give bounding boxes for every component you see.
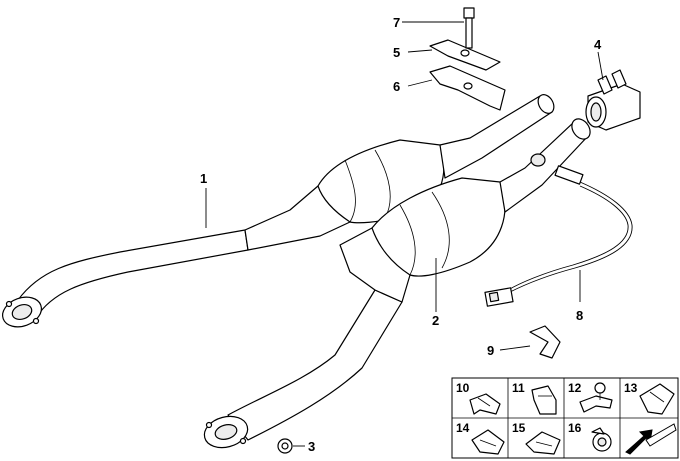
callout-2: 2	[432, 313, 439, 328]
callout-1: 1	[200, 171, 207, 186]
callout-4: 4	[594, 37, 602, 52]
callout-8: 8	[576, 308, 583, 323]
svg-text:13: 13	[624, 381, 638, 395]
part-3-nut	[277, 438, 293, 454]
part-8-oxygen-sensor	[484, 165, 633, 307]
part-7-bolt	[463, 7, 475, 49]
svg-text:12: 12	[568, 381, 582, 395]
svg-text:16: 16	[568, 421, 582, 435]
part-4-clamp	[585, 69, 641, 131]
svg-text:11: 11	[512, 381, 525, 395]
inset-cell-13: 13	[624, 381, 675, 415]
leader-lines	[205, 21, 604, 447]
inset-cell-10: 10	[456, 381, 501, 415]
arrow-icon	[625, 423, 677, 455]
callout-6: 6	[393, 79, 400, 94]
callout-7: 7	[393, 15, 400, 30]
part-5-bracket	[429, 39, 501, 71]
part-1-flange	[2, 296, 42, 328]
callout-3: 3	[308, 439, 315, 454]
callout-9: 9	[487, 343, 494, 358]
part-9-clip	[529, 325, 561, 359]
part-2-flange	[203, 415, 249, 449]
parts-inset-grid: 10 11 12 13 14 15	[451, 377, 679, 459]
part-2-right-pipe	[203, 118, 591, 449]
part-6-shield-bracket	[429, 65, 506, 111]
inset-cell-12: 12	[568, 381, 613, 413]
inset-cell-11: 11	[512, 381, 557, 415]
svg-text:15: 15	[512, 421, 526, 435]
inset-cell-15: 15	[512, 421, 561, 455]
callout-5: 5	[393, 45, 400, 60]
svg-text:10: 10	[456, 381, 470, 395]
inset-cell-14: 14	[456, 421, 505, 455]
part-1-left-pipe	[2, 94, 555, 328]
svg-text:14: 14	[456, 421, 470, 435]
inset-cell-16: 16	[568, 421, 612, 452]
